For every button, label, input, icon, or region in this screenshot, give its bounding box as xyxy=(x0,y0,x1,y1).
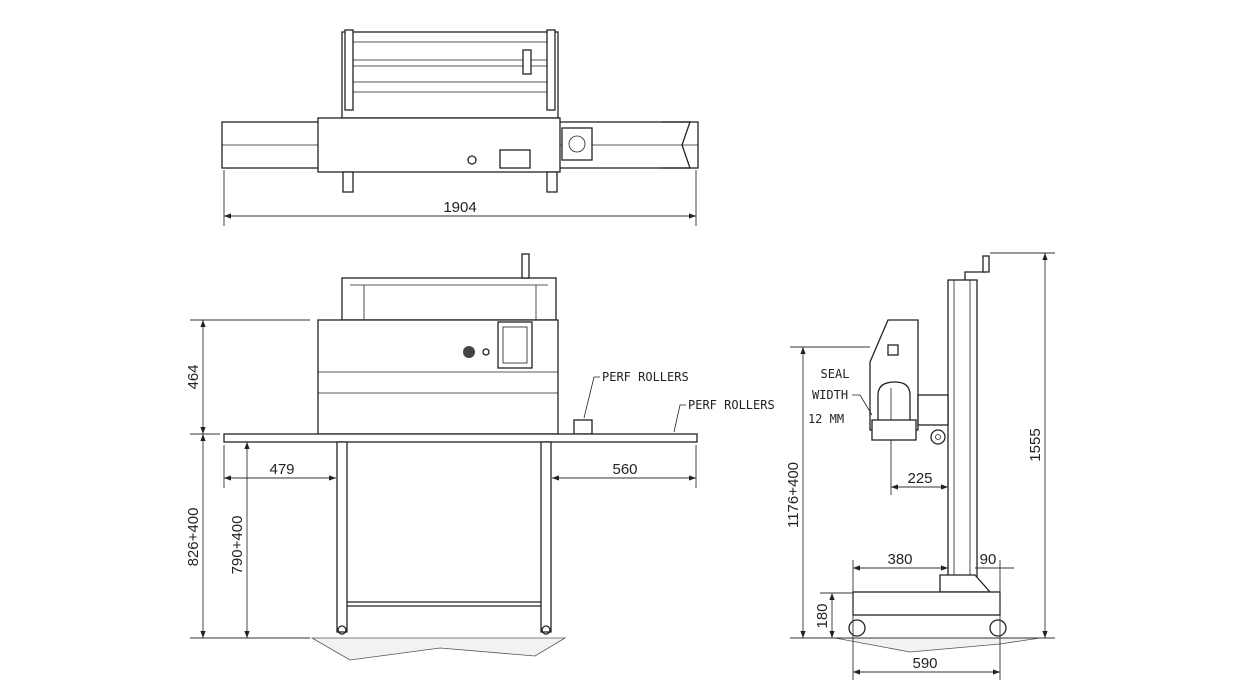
dim-base-depth: 590 xyxy=(912,655,937,672)
label-perf-rollers-2: PERF ROLLERS xyxy=(688,398,775,412)
touchscreen-icon xyxy=(497,321,533,369)
crank-handle-icon xyxy=(964,271,985,280)
front-view: 464 826+400 790+400 479 560 PERF ROLLERS… xyxy=(185,253,775,661)
dim-overall-width: 1904 xyxy=(443,199,476,216)
indicator-icon xyxy=(482,348,490,356)
side-view: 1176+400 1555 180 225 380 90 590 SEAL WI… xyxy=(785,252,1055,680)
perf-roller-icon xyxy=(561,127,593,161)
knob-icon xyxy=(467,155,477,165)
dim-upper-height: 464 xyxy=(185,364,202,389)
emergency-stop-icon xyxy=(463,346,475,358)
dim-base-rear: 90 xyxy=(980,551,997,568)
dim-table-height: 790+400 xyxy=(229,516,246,575)
dim-left-extension: 479 xyxy=(269,461,294,478)
dim-base-height: 180 xyxy=(814,603,831,628)
crank-handle-icon xyxy=(522,49,532,75)
label-perf-rollers-1: PERF ROLLERS xyxy=(602,370,689,384)
label-seal-line1: SEAL xyxy=(821,367,850,381)
label-seal-line2: WIDTH xyxy=(812,388,848,402)
dim-total-height-front: 826+400 xyxy=(185,508,202,567)
dim-seal-offset: 225 xyxy=(907,470,932,487)
crank-handle-icon xyxy=(521,253,530,279)
touchscreen-icon xyxy=(499,149,531,169)
perf-roller-icon xyxy=(573,419,593,435)
dim-side-total-height: 1176+400 xyxy=(785,462,802,528)
dim-right-extension: 560 xyxy=(612,461,637,478)
dim-base-front: 380 xyxy=(887,551,912,568)
label-seal-line3: 12 MM xyxy=(808,412,844,426)
top-view: 1904 xyxy=(221,29,699,226)
dim-max-height: 1555 xyxy=(1027,428,1044,461)
